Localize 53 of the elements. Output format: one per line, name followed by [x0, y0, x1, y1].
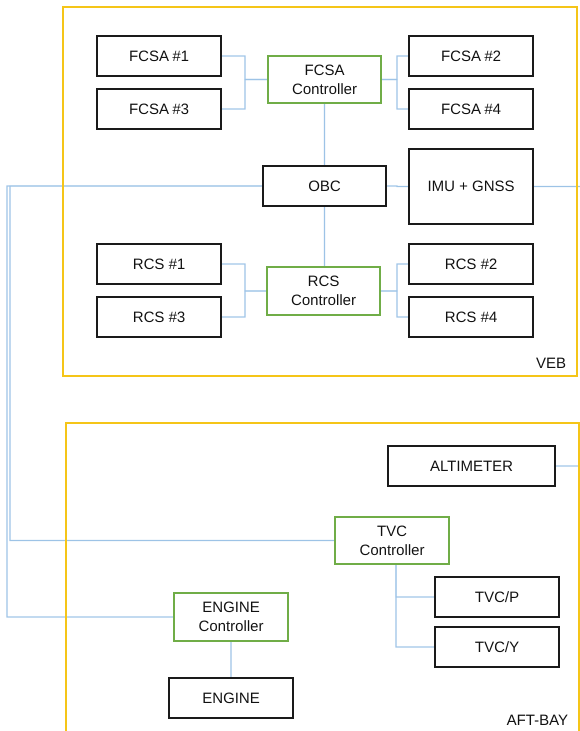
component-box — [168, 677, 294, 719]
connector-line — [382, 78, 408, 110]
connector-line — [6, 185, 262, 618]
box-label: FCSA Controller — [290, 60, 358, 98]
component-box — [408, 35, 534, 77]
controller-box — [334, 516, 450, 565]
box-label: RCS Controller — [290, 272, 358, 310]
connector-line — [222, 290, 266, 318]
connector-line — [222, 78, 267, 110]
component-box — [96, 35, 222, 77]
box-label: FCSA #1 — [128, 46, 190, 66]
component-box — [387, 445, 556, 487]
component-box — [408, 296, 534, 338]
component-box — [96, 296, 222, 338]
box-label: RCS #1 — [132, 254, 186, 274]
box-label: TVC/P — [474, 588, 520, 606]
component-box — [408, 148, 534, 225]
box-label: RCS #2 — [444, 254, 498, 274]
controller-box — [173, 592, 289, 642]
controller-box — [267, 55, 382, 104]
box-label: ENGINE Controller — [197, 598, 265, 636]
component-box — [408, 88, 534, 130]
connector-line — [324, 207, 326, 266]
component-box — [408, 243, 534, 285]
connector-line — [387, 185, 408, 188]
box-label: OBC — [308, 176, 341, 196]
box-label: FCSA #2 — [440, 46, 502, 66]
component-box — [434, 576, 560, 618]
component-box — [96, 88, 222, 130]
connector-line — [395, 565, 434, 648]
component-box — [96, 243, 222, 285]
box-label: RCS #4 — [444, 308, 498, 326]
component-box — [434, 626, 560, 668]
box-label: TVC/Y — [474, 638, 520, 656]
controller-box — [266, 266, 381, 316]
box-label: TVC Controller — [358, 522, 426, 560]
box-label: ALTIMETER — [430, 456, 514, 476]
connector-line — [556, 465, 580, 467]
box-label: ENGINE — [202, 688, 260, 708]
connector-line — [534, 186, 580, 188]
connector-line — [381, 290, 408, 318]
box-label: FCSA #4 — [440, 100, 502, 118]
connector-line — [9, 185, 334, 542]
container-label: AFT-BAY — [506, 711, 568, 730]
component-box — [262, 165, 387, 207]
box-label: RCS #3 — [132, 308, 186, 326]
connector-line — [324, 104, 326, 165]
container-frame — [65, 422, 580, 731]
box-label: IMU + GNSS — [427, 177, 515, 196]
container-frame — [62, 6, 578, 377]
connector-line — [230, 642, 232, 677]
box-label: FCSA #3 — [128, 100, 190, 118]
container-label: VEB — [536, 354, 566, 373]
